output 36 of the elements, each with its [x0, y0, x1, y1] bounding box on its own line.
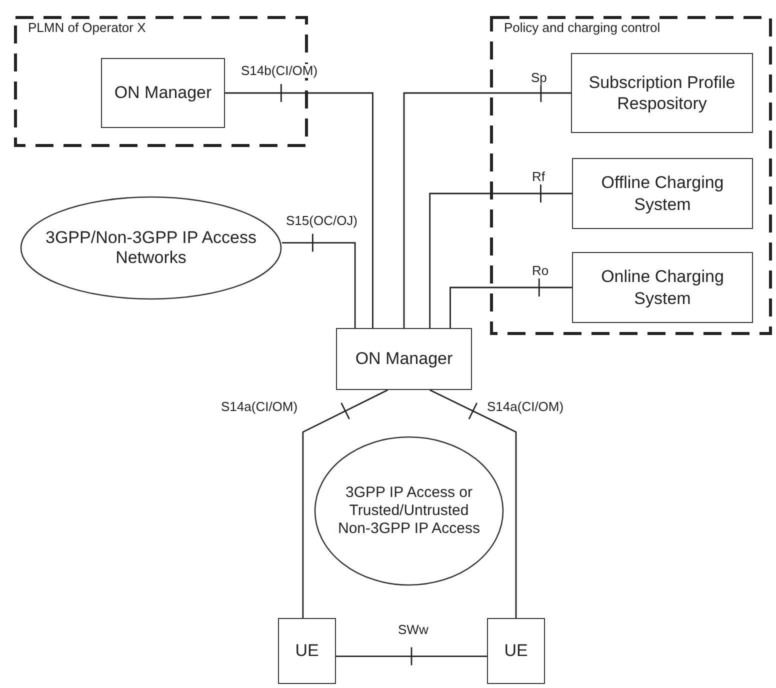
node-label: Subscription Profile Respository [588, 72, 736, 114]
process-box [572, 158, 753, 229]
interface-line [429, 184, 573, 329]
node-label: UE [503, 640, 529, 662]
edge-label: S14a(CI/OM) [486, 400, 565, 414]
interface-line [302, 389, 388, 619]
process-box [572, 252, 753, 323]
interface-line [450, 278, 573, 329]
edge-label: Ro [531, 264, 550, 278]
interface-line [281, 233, 356, 329]
node-label: 3GPP/Non-3GPP IP Access Networks [44, 228, 258, 268]
process-box [571, 53, 753, 133]
interface-line [429, 389, 517, 619]
process-box [101, 58, 225, 128]
node-label: ON Manager [113, 82, 213, 104]
process-box [278, 618, 336, 684]
group-boundary [490, 16, 772, 335]
group-title: Policy and charging control [504, 20, 660, 35]
node-label: UE [294, 640, 320, 662]
node-label: ON Manager [354, 348, 454, 370]
process-box [487, 618, 545, 684]
network-ellipse [314, 436, 504, 586]
edge-label: S14a(CI/OM) [220, 400, 299, 414]
edge-label: SWw [397, 623, 430, 638]
interface-line [224, 83, 374, 329]
network-ellipse [20, 196, 282, 300]
edge-label: Sp [530, 71, 548, 86]
node-label: 3GPP IP Access or Trusted/Untrusted Non-3GPP IP Access [336, 484, 482, 538]
edge-label: S15(OC/OJ) [285, 214, 359, 228]
process-box [336, 328, 472, 390]
node-label: Online Charging System [600, 266, 725, 309]
interface-line [403, 83, 572, 329]
node-label: Offline Charging System [600, 172, 725, 215]
interface-line [335, 646, 488, 666]
edge-label: S14b(CI/OM) [240, 64, 319, 78]
group-title: PLMN of Operator X [28, 20, 146, 35]
